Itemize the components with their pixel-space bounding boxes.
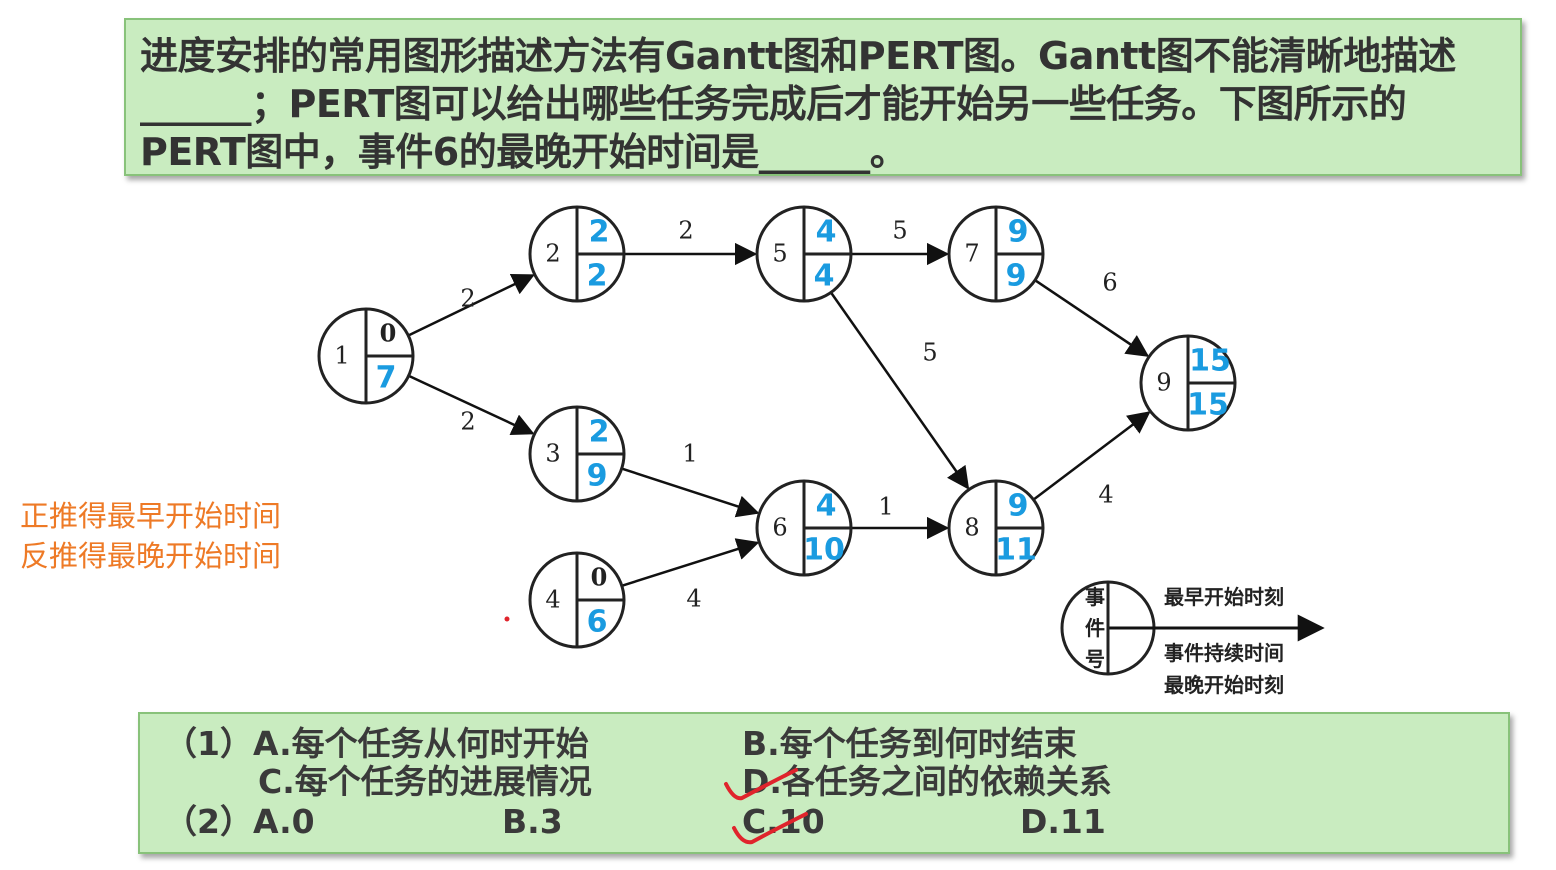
edge-1-3: [408, 374, 535, 436]
legend-label-1: 事: [1085, 585, 1105, 609]
check-mark-q2: [732, 812, 808, 845]
edge-label-5-7: 5: [892, 217, 907, 245]
edge-5-8: [829, 291, 970, 490]
node-1: 1 0 7: [317, 307, 415, 405]
q1-option-c[interactable]: C.每个任务的进展情况: [258, 762, 592, 801]
node-latest: 7: [376, 361, 397, 396]
node-latest: 10: [803, 533, 845, 568]
question-line-1: 进度安排的常用图形描述方法有Gantt图和PERT图。Gantt图不能清晰地描述: [140, 34, 1456, 78]
node-id: 1: [334, 342, 349, 370]
edge-8-9: [1032, 411, 1151, 501]
node-latest: 9: [587, 459, 608, 494]
node-latest: 4: [814, 259, 835, 294]
legend-earliest: 最早开始时刻: [1164, 585, 1284, 609]
node-earliest: 9: [1008, 215, 1029, 250]
question-box: 进度安排的常用图形描述方法有Gantt图和PERT图。Gantt图不能清晰地描述…: [124, 18, 1522, 176]
node-9: 9 15 15: [1139, 334, 1237, 432]
node-earliest: 4: [816, 489, 837, 524]
legend-latest: 最晚开始时刻: [1164, 673, 1284, 697]
node-2: 222: [528, 205, 626, 303]
node-id: 7: [964, 240, 979, 268]
edge-label-1-3: 2: [460, 408, 475, 436]
q2-option-b[interactable]: B.3: [502, 802, 563, 841]
edge-label-5-8: 5: [922, 339, 937, 367]
node-id: 3: [545, 440, 560, 468]
node-4: 4 0 6: [528, 551, 626, 649]
node-latest: 2: [587, 259, 608, 294]
edge-4-6: [621, 538, 760, 587]
node-3: 3 2 9: [528, 405, 626, 503]
edge-label-7-9: 6: [1102, 269, 1117, 297]
q1-option-a[interactable]: （1）A.每个任务从何时开始: [164, 724, 589, 763]
question-line-3: PERT图中，事件6的最晚开始时间是______。: [140, 130, 908, 174]
node-earliest: 4: [816, 215, 837, 250]
q2-option-a[interactable]: （2）A.0: [164, 802, 315, 841]
node-6: 6 4 10: [755, 479, 853, 577]
legend-label-3: 号: [1085, 647, 1105, 671]
q1-option-b[interactable]: B.每个任务到何时结束: [742, 724, 1077, 763]
edge-7-9: [1034, 279, 1150, 357]
node-5: 544: [755, 205, 853, 303]
node-latest: 6: [587, 605, 608, 640]
node-earliest: 0: [591, 563, 608, 592]
side-note-backward: 反推得最晚开始时间: [20, 539, 282, 573]
node-id: 8: [964, 514, 979, 542]
options-box: （1）A.每个任务从何时开始 B.每个任务到何时结束 C.每个任务的进展情况 D…: [138, 712, 1510, 854]
node-earliest: 2: [589, 215, 610, 250]
node-id: 9: [1156, 369, 1171, 397]
edge-label-2-5: 2: [678, 217, 693, 245]
node-latest: 15: [1187, 388, 1229, 423]
node-earliest: 0: [380, 319, 397, 348]
legend-label-2: 件: [1085, 616, 1105, 640]
edge-label-3-6: 1: [682, 440, 697, 468]
node-latest: 9: [1006, 259, 1027, 294]
edge-label-8-9: 4: [1098, 481, 1113, 509]
node-earliest: 9: [1008, 489, 1029, 524]
legend-duration: 事件持续时间: [1164, 641, 1284, 665]
edge-label-6-8: 1: [878, 493, 893, 521]
legend: 事 件 号 最早开始时刻 事件持续时间 最晚开始时刻: [1060, 580, 1325, 697]
node-7: 799: [947, 205, 1045, 303]
q2-option-c[interactable]: C.10: [742, 802, 825, 841]
node-earliest: 2: [589, 415, 610, 450]
red-dot: [504, 616, 510, 622]
question-line-2: ______；PERT图可以给出哪些任务完成后才能开始另一些任务。下图所示的: [140, 82, 1407, 126]
node-latest: 11: [995, 533, 1037, 568]
edge-3-6: [621, 467, 760, 518]
node-id: 5: [772, 240, 787, 268]
side-note-forward: 正推得最早开始时间: [20, 499, 282, 533]
q1-option-d[interactable]: D.各任务之间的依赖关系: [742, 762, 1112, 801]
node-earliest: 15: [1189, 344, 1231, 379]
node-id: 4: [545, 586, 560, 614]
edge-label-1-2: 2: [460, 285, 475, 313]
edge-label-4-6: 4: [686, 585, 701, 613]
node-id: 2: [545, 240, 560, 268]
q2-option-d[interactable]: D.11: [1020, 802, 1106, 841]
edge-1-2: [407, 274, 535, 337]
node-id: 6: [772, 514, 787, 542]
node-8: 8 9 11: [947, 479, 1045, 577]
check-mark-q1: [724, 768, 798, 801]
